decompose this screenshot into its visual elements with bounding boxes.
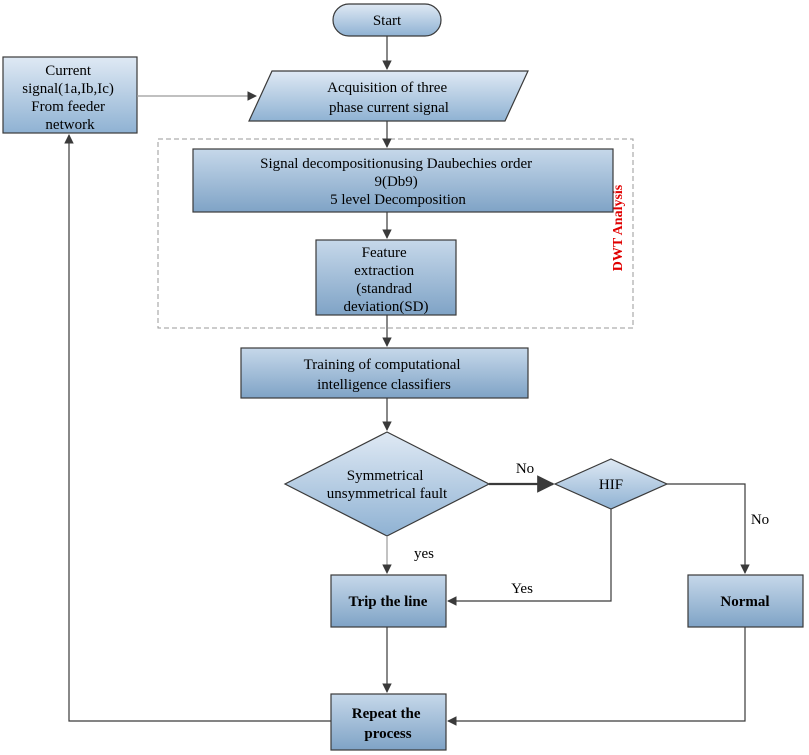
feature-line-3: (standrad [356, 281, 412, 297]
current-signal-line-1: Current [45, 63, 92, 79]
edge-label-hif-no: No [751, 512, 769, 528]
current-signal-line-2: signal(1a,Ib,Ic) [22, 81, 114, 97]
svg-text:Signal decompositionusing Daub: Signal decompositionusing Daubechies ord… [260, 156, 536, 208]
svg-text:Symmetrical unsymmetrica: Symmetrical unsymmetrical fault [327, 468, 448, 502]
current-signal-line-4: network [45, 117, 95, 133]
svg-text:Feature extraction: Feature extraction (standrad deviation(S… [344, 245, 429, 315]
connectors [64, 36, 750, 726]
trip-line-node: Trip the line [330, 574, 447, 628]
normal-node: Normal [687, 574, 804, 628]
edge-label-hif-yes: Yes [511, 581, 533, 597]
decomposition-node: Signal decompositionusing Daubechies ord… [192, 148, 614, 213]
repeat-line-1: Repeat the [352, 706, 421, 722]
fault-decision-line-1: Symmetrical [347, 468, 424, 484]
svg-text:Current signal(1a,Ib,Ic): Current signal(1a,Ib,Ic) From feeder net… [22, 63, 117, 133]
svg-text:Training of computational: Training of computational intelligence c… [304, 357, 465, 393]
hif-decision-node: HIF [553, 458, 669, 510]
training-line-1: Training of computational [304, 357, 461, 373]
svg-text:Acquisition of three pha: Acquisition of three phase current signa… [327, 80, 451, 116]
edge-repeat-to-current [64, 134, 331, 722]
fault-decision-node: Symmetrical unsymmetrical fault [283, 431, 491, 537]
acquisition-line-2: phase current signal [329, 100, 449, 116]
edge-label-fault-yes: yes [414, 546, 434, 562]
dwt-analysis-label: DWT Analysis [611, 184, 626, 271]
decomposition-line-1: Signal decompositionusing Daubechies ord… [260, 156, 532, 172]
feature-extraction-node: Feature extraction (standrad deviation(S… [315, 239, 457, 316]
repeat-line-2: process [364, 726, 411, 742]
hif-label: HIF [599, 477, 623, 493]
start-node: Start [332, 3, 442, 37]
feature-line-1: Feature [362, 245, 407, 261]
decomposition-line-3: 5 level Decomposition [330, 192, 466, 208]
current-signal-node: Current signal(1a,Ib,Ic) From feeder net… [2, 56, 138, 134]
acquisition-node: Acquisition of three phase current signa… [248, 70, 529, 122]
start-label: Start [373, 13, 402, 29]
decomposition-line-2: 9(Db9) [374, 174, 417, 190]
feature-line-4: deviation(SD) [344, 299, 429, 315]
acquisition-line-1: Acquisition of three [327, 80, 447, 96]
trip-line-label: Trip the line [349, 594, 428, 610]
edge-normal-to-repeat [447, 627, 746, 726]
training-line-2: intelligence classifiers [317, 377, 451, 393]
dwt-analysis-region [157, 138, 634, 329]
edge-hif-to-trip [447, 509, 612, 606]
normal-label: Normal [720, 594, 769, 610]
svg-text:Repeat the process: Repeat the process [352, 706, 424, 742]
training-node: Training of computational intelligence c… [240, 347, 529, 399]
current-signal-line-3: From feeder [31, 99, 105, 115]
edge-label-fault-no: No [516, 461, 534, 477]
feature-line-2: extraction [354, 263, 414, 279]
repeat-node: Repeat the process [330, 693, 447, 751]
edge-hif-to-normal [667, 483, 750, 574]
fault-decision-line-2: unsymmetrical fault [327, 486, 448, 502]
